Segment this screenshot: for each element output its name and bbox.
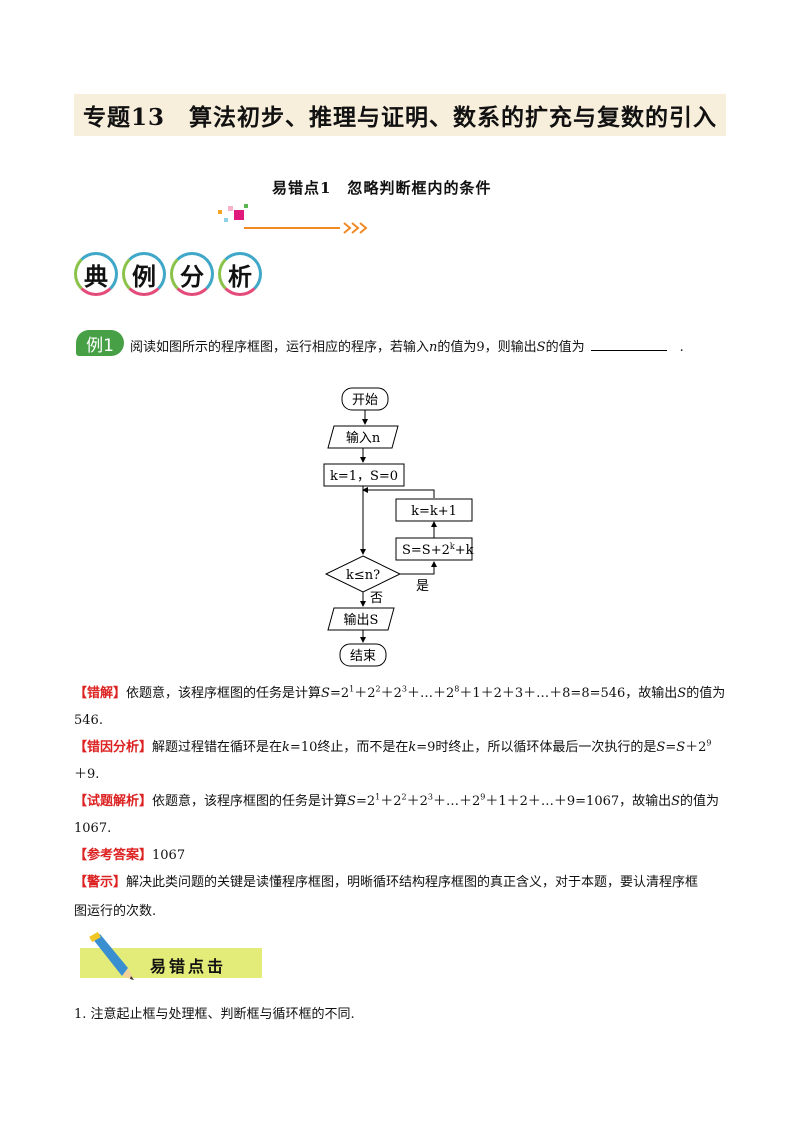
q-mid: 的值为9，则输出 (437, 340, 537, 355)
q-end: . (679, 340, 684, 355)
warning-label: 【警示】 (74, 875, 127, 890)
page-title-bar: 专题13 算法初步、推理与证明、数系的扩充与复数的引入 (74, 94, 726, 136)
wrong-analysis-label: 【错因分析】 (74, 740, 153, 755)
typical-char-4: 析 (218, 252, 262, 296)
q-s: S (536, 340, 546, 355)
typical-char-2: 例 (122, 252, 166, 296)
typical-char-3: 分 (170, 252, 214, 296)
pencil-icon (84, 931, 140, 986)
q-n: n (429, 340, 438, 355)
condition-text: k≤n? (346, 568, 380, 583)
section-subtitle: 易错点1 忽略判断框内的条件 (272, 179, 492, 197)
q-post: 的值为 (545, 340, 585, 355)
typical-analysis-heading: 典 例 分 析 (74, 252, 262, 300)
end-terminal (339, 643, 387, 667)
reference-answer: 【参考答案】1067 (74, 842, 726, 869)
answer-label: 【参考答案】 (74, 848, 153, 863)
end-text: 结束 (350, 649, 376, 664)
no-label: 否 (370, 591, 383, 606)
wrong-analysis: 【错因分析】解题过程错在循环是在k=10终止，而不是在k=9时终止，所以循环体最… (74, 738, 712, 782)
update-s-box (395, 537, 473, 561)
answer-value: 1067 (152, 848, 186, 863)
answer-blank (590, 339, 667, 351)
warning: 【警示】解决此类问题的关键是读懂程序框图，明晰循环结构程序框图的真正含义，对于本… (74, 875, 699, 919)
example-question: 阅读如图所示的程序框图，运行相应的程序，若输入n的值为9，则输出S的值为 . (130, 336, 684, 355)
output-box (327, 607, 395, 631)
input-box (327, 425, 399, 449)
start-text: 开始 (352, 393, 378, 408)
wrong-label: 【错解】 (74, 686, 127, 701)
decor-squares-icon (212, 202, 252, 236)
typical-char-1: 典 (74, 252, 118, 296)
orange-arrow-icon (244, 220, 374, 240)
squares-decoration (218, 204, 248, 222)
init-box (323, 463, 405, 487)
example-badge: 例1 (76, 330, 124, 356)
update-k-text: k=k+1 (411, 504, 457, 519)
init-text: k=1，S=0 (330, 469, 398, 484)
input-text: 输入n (346, 430, 381, 446)
page-title: 专题13 算法初步、推理与证明、数系的扩充与复数的引入 (82, 104, 717, 131)
mistake-banner-text: 易错点击 (150, 957, 227, 976)
output-text: 输出S (344, 612, 379, 628)
wrong-solution: 【错解】依题意，该程序框图的任务是计算S=21＋22＋23＋…＋28＋1＋2＋3… (74, 684, 726, 728)
solution-analysis: 【试题解析】依题意，该程序框图的任务是计算S=21＋22＋23＋…＋29＋1＋2… (74, 792, 720, 836)
solution-label: 【试题解析】 (74, 794, 153, 809)
q-pre: 阅读如图所示的程序框图，运行相应的程序，若输入 (130, 340, 430, 355)
flowchart: 开始 输入n k=1，S=0 k=k+1 S=S+2k+k k≤n? 是 否 输… (323, 387, 474, 667)
note-item: 1. 注意起止框与处理框、判断框与循环框的不同. (74, 1007, 355, 1022)
update-s-text: S=S+2k+k (402, 542, 474, 558)
yes-label: 是 (416, 579, 429, 594)
